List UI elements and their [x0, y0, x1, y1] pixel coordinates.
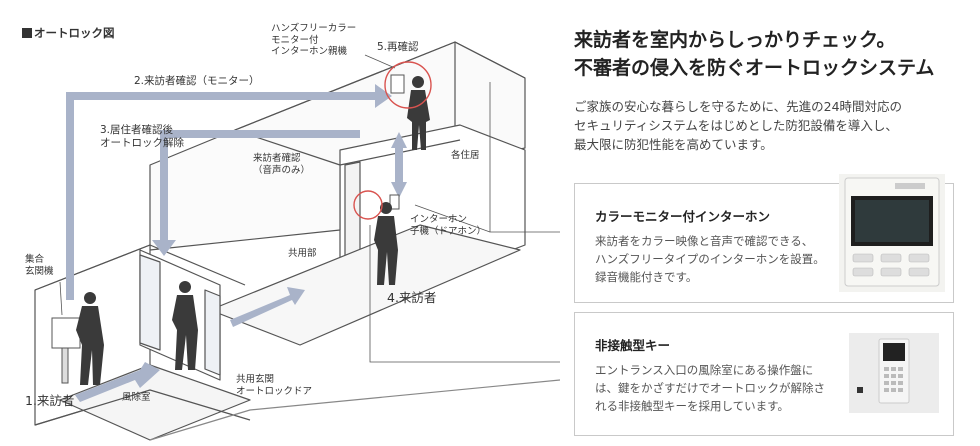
autolock-door-panel [204, 289, 221, 376]
leader-card2 [369, 225, 560, 363]
leader-entrance-unit [59, 281, 63, 316]
label-step-5: 5.再確認 [377, 41, 419, 53]
arrow-3-unlock [152, 130, 360, 256]
key-panel-icon [849, 333, 939, 413]
highlight-master-intercom [384, 61, 432, 109]
label-step-3-line2: オートロック解除 [100, 137, 184, 149]
label-master-line1: ハンズフリーカラー [271, 23, 357, 34]
person-visitor-1 [76, 292, 104, 385]
label-common-entrance: 共用玄関 オートロックドア [236, 374, 312, 397]
highlight-door-intercom [353, 190, 383, 220]
intro-line2: セキュリティシステムをはじめとした防犯設備を導入し、 [574, 118, 898, 133]
entrance-unit [51, 317, 81, 349]
intro-text: ご家族の安心な暮らしを守るために、先進の24時間対応の セキュリティシステムをは… [574, 97, 954, 154]
label-visitor-1: 1.来訪者 [25, 393, 75, 408]
title-square-icon [22, 28, 32, 38]
person-resident [407, 76, 430, 150]
label-common-area: 共用部 [288, 248, 317, 259]
key-panel-photo [849, 333, 939, 413]
autolock-door-frame [139, 254, 161, 351]
card-desc-line: は、鍵をかざすだけでオートロックが解除さ [595, 381, 825, 395]
label-residence: 各住居 [451, 150, 480, 161]
intro-line1: ご家族の安心な暮らしを守るために、先進の24時間対応の [574, 99, 903, 114]
arrow-5-recheck [391, 132, 407, 198]
card-description: エントランス入口の風除室にある操作盤に は、鍵をかざすだけでオートロックが解除さ… [595, 361, 825, 415]
person-visitor-2 [172, 281, 198, 370]
intercom-icon [844, 177, 940, 287]
label-step-3-line1: 3.居住者確認後 [100, 124, 174, 136]
card-contactless-key: 非接触型キー エントランス入口の風除室にある操作盤に は、鍵をかざすだけでオート… [574, 312, 954, 436]
leader-master-unit [364, 54, 396, 69]
label-door-unit-line1: インターホン [410, 214, 468, 225]
label-voice-check-line1: 来訪者確認 [253, 153, 301, 164]
label-entrance-unit-line1: 集合 [25, 254, 45, 265]
label-master-unit: ハンズフリーカラー モニター付 インターホン親機 [271, 23, 356, 58]
card-title: カラーモニター付インターホン [595, 209, 771, 224]
label-master-line3: インターホン親機 [271, 46, 348, 57]
autolock-diagram [34, 41, 560, 441]
label-visitor-4: 4.来訪者 [387, 290, 437, 305]
arrow-1-visitor-approach [75, 362, 160, 402]
figure-title: オートロック図 [22, 25, 115, 41]
card-desc-line: れる非接触型キーを採用しています。 [595, 399, 790, 413]
headline-line1: 来訪者を室内からしっかりチェック。 [574, 29, 896, 51]
label-voice-check-line2: （音声のみ） [253, 164, 311, 176]
card-title: 非接触型キー [595, 338, 671, 353]
card-description: 来訪者をカラー映像と音声で確認できる、 ハンズフリータイプのインターホンを設置。… [595, 232, 825, 286]
person-visitor-4 [374, 202, 398, 285]
card-desc-line: 来訪者をカラー映像と音声で確認できる、 [595, 234, 814, 248]
ground-line [34, 389, 251, 426]
label-entrance-unit-line2: 玄関機 [25, 265, 54, 277]
leader-card1 [489, 82, 560, 233]
label-entrance-unit: 集合 玄関機 [25, 254, 54, 277]
label-voice-check: 来訪者確認 （音声のみ） [253, 153, 310, 176]
label-door-unit: インターホン 子機（ドアホン） [410, 214, 486, 237]
master-intercom [390, 74, 405, 94]
label-windbreak: 風除室 [122, 392, 151, 403]
label-master-line2: モニター付 [271, 34, 319, 46]
label-step-2: 2.来訪者確認（モニター） [134, 75, 260, 87]
label-step-3: 3.居住者確認後 オートロック解除 [100, 124, 184, 150]
intro-line3: 最大限に防犯性能を高めています。 [574, 137, 773, 152]
headline-line2: 不審者の侵入を防ぐオートロックシステム [574, 57, 935, 79]
card-desc-line: エントランス入口の風除室にある操作盤に [595, 363, 814, 377]
label-common-entrance-line2: オートロックドア [236, 385, 313, 397]
bottom-line [149, 379, 560, 441]
card-color-monitor-intercom: カラーモニター付インターホン 来訪者をカラー映像と音声で確認できる、 ハンズフリ… [574, 174, 954, 303]
intercom-photo [839, 174, 945, 292]
label-door-unit-line2: 子機（ドアホン） [410, 225, 487, 237]
door-intercom [389, 194, 400, 210]
card-desc-line: 録音機能付きです。 [595, 270, 698, 284]
figure-title-text: オートロック図 [34, 26, 115, 40]
leader-door-unit [414, 204, 491, 233]
label-common-entrance-line1: 共用玄関 [236, 374, 275, 385]
arrow-common-area [230, 287, 305, 327]
card-desc-line: ハンズフリータイプのインターホンを設置。 [595, 252, 825, 266]
corridor-floor [209, 224, 521, 346]
entrance-unit-stand [61, 347, 69, 384]
